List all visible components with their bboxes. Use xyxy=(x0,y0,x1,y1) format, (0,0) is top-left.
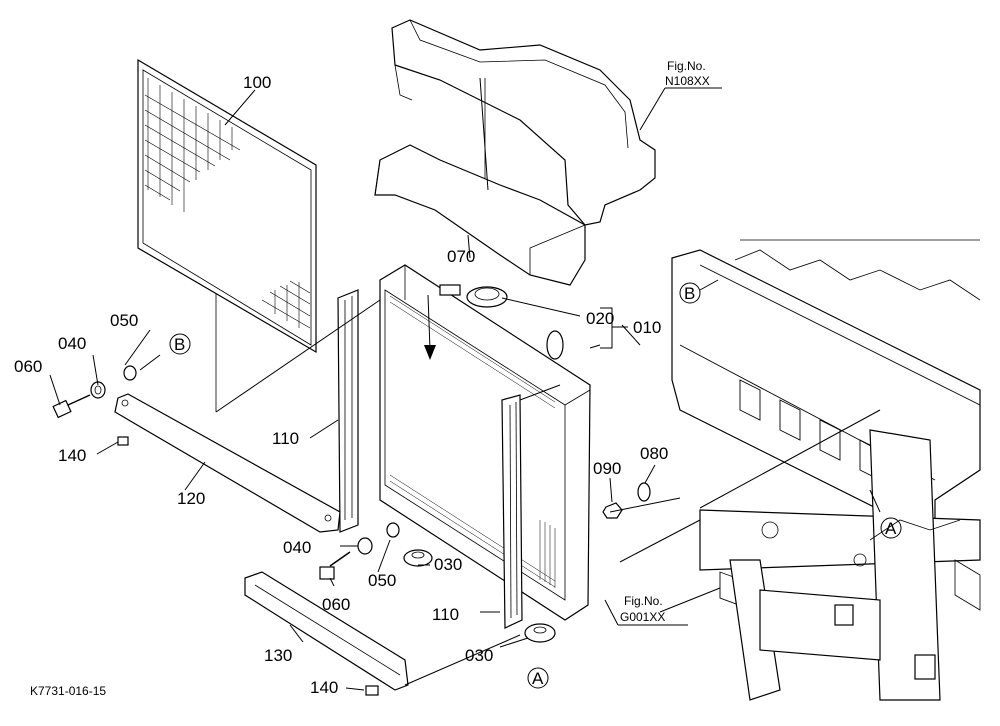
frame-part xyxy=(671,239,981,701)
svg-text:B: B xyxy=(174,335,185,354)
callout-040-upper: 040 xyxy=(58,334,86,353)
upper-shroud-part xyxy=(391,19,656,226)
fig-ref-lower-line2: G001XX xyxy=(620,610,665,624)
marker-b-frame: B xyxy=(679,282,701,304)
callout-060-lower: 060 xyxy=(322,595,350,614)
callout-030-upper: 030 xyxy=(434,555,462,574)
callout-050-lower: 050 xyxy=(368,571,396,590)
screen-part xyxy=(137,58,317,412)
callout-010: 010 xyxy=(633,318,661,337)
svg-text:A: A xyxy=(532,669,544,688)
callout-060-upper: 060 xyxy=(14,357,42,376)
fig-ref-lower-line1: Fig.No. xyxy=(624,594,663,608)
fig-ref-upper-line2: N108XX xyxy=(665,74,710,88)
callout-110-right: 110 xyxy=(432,605,459,624)
marker-a-bottom: A xyxy=(527,667,549,689)
callout-090: 090 xyxy=(593,459,621,478)
bracket-120-part xyxy=(114,393,341,533)
callout-130: 130 xyxy=(264,646,292,665)
callout-110-left: 110 xyxy=(272,429,299,448)
callout-050-upper: 050 xyxy=(110,311,138,330)
callout-070: 070 xyxy=(447,247,475,266)
callout-140-upper: 140 xyxy=(58,446,86,465)
hardware-parts xyxy=(52,365,651,696)
fig-ref-upper-line1: Fig.No. xyxy=(667,59,706,73)
callout-100: 100 xyxy=(243,73,271,92)
bracket-130-part xyxy=(244,571,409,691)
side-plate-right-part xyxy=(501,394,523,629)
svg-text:B: B xyxy=(684,284,695,303)
leader-lines xyxy=(49,77,881,691)
radiator-part xyxy=(379,264,591,621)
callout-030-lower: 030 xyxy=(465,646,493,665)
callout-140-lower: 140 xyxy=(310,678,338,697)
callout-020: 020 xyxy=(586,309,614,328)
side-plate-left-part xyxy=(337,289,359,533)
marker-b-left: B xyxy=(169,333,191,355)
svg-text:A: A xyxy=(885,519,897,538)
drawing-id: K7731-016-15 xyxy=(30,684,106,698)
callout-120: 120 xyxy=(177,489,205,508)
marker-a-frame: A xyxy=(880,517,902,539)
callout-080: 080 xyxy=(640,444,668,463)
shroud-piece-part xyxy=(374,144,586,286)
callout-040-lower: 040 xyxy=(283,538,311,557)
